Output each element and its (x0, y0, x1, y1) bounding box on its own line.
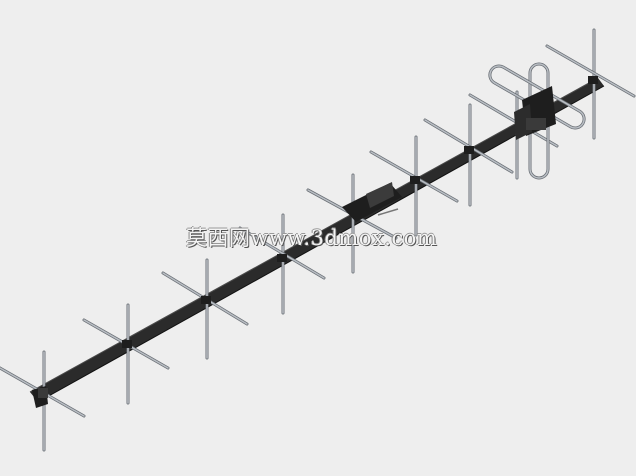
boom-clamp-4 (277, 254, 287, 262)
watermark-text: 莫西网www.3dmox.com (186, 226, 438, 250)
boom-clamp-3 (201, 296, 211, 304)
element-2 (82, 303, 170, 405)
rear-mast-clamp (514, 86, 556, 140)
boom-clamp-7 (464, 146, 474, 154)
boom-clamp-6 (410, 176, 420, 184)
center-mount-bracket (342, 182, 402, 222)
boom-clamp-2 (122, 340, 132, 348)
end-cap-mount (32, 386, 48, 408)
boom-clamp-9 (588, 76, 598, 84)
element-4 (238, 213, 326, 315)
mounts (32, 76, 598, 408)
